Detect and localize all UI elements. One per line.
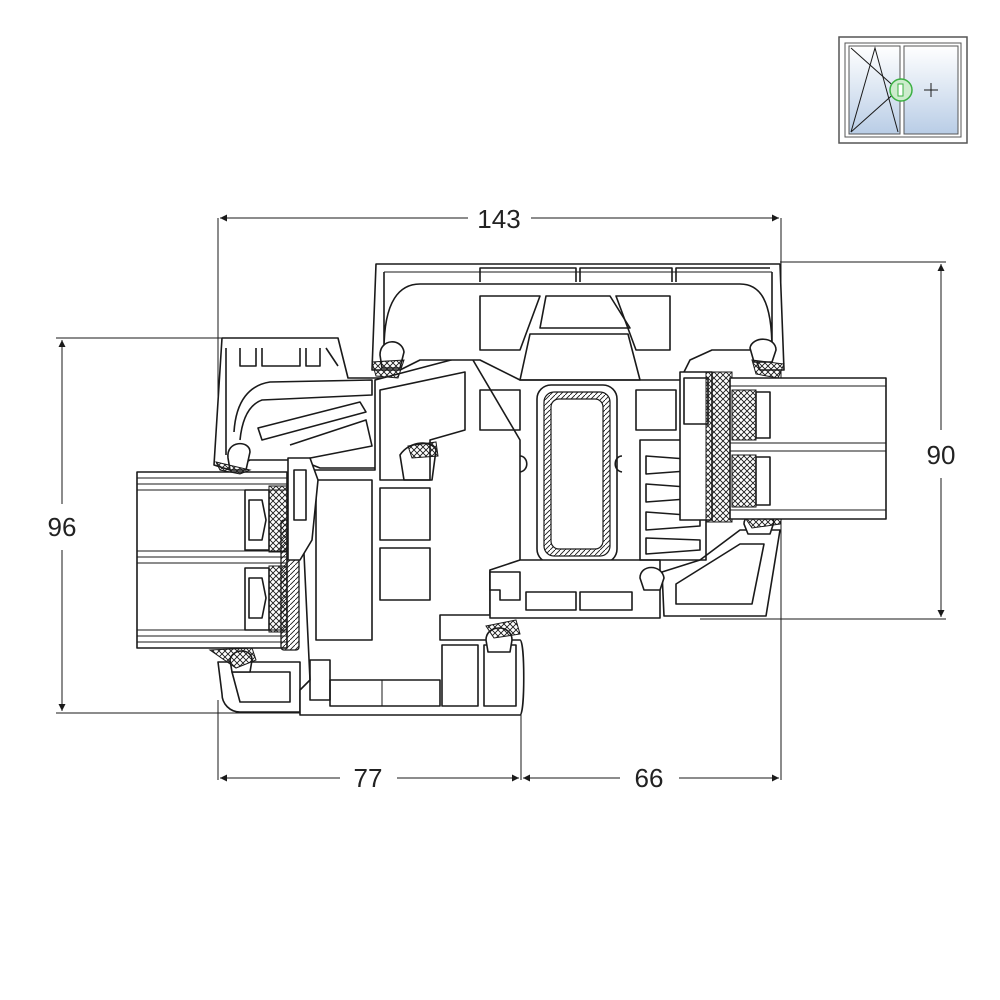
- left-glazing-unit: [136, 471, 300, 651]
- dimension-total-width: 143: [477, 204, 520, 234]
- dimension-frame-height: 90: [927, 440, 956, 470]
- dimension-right-width: 66: [635, 763, 664, 793]
- dimension-left-width: 77: [354, 763, 383, 793]
- right-glazing-unit: [729, 377, 887, 520]
- steel-reinforcement: [536, 384, 618, 564]
- dimension-sash-height: 96: [48, 512, 77, 542]
- window-tilt-turn-fixed-icon: [838, 36, 968, 144]
- fixed-frame-profile: [371, 263, 785, 619]
- hardware-details: [287, 455, 623, 601]
- frame-profile: [299, 354, 525, 716]
